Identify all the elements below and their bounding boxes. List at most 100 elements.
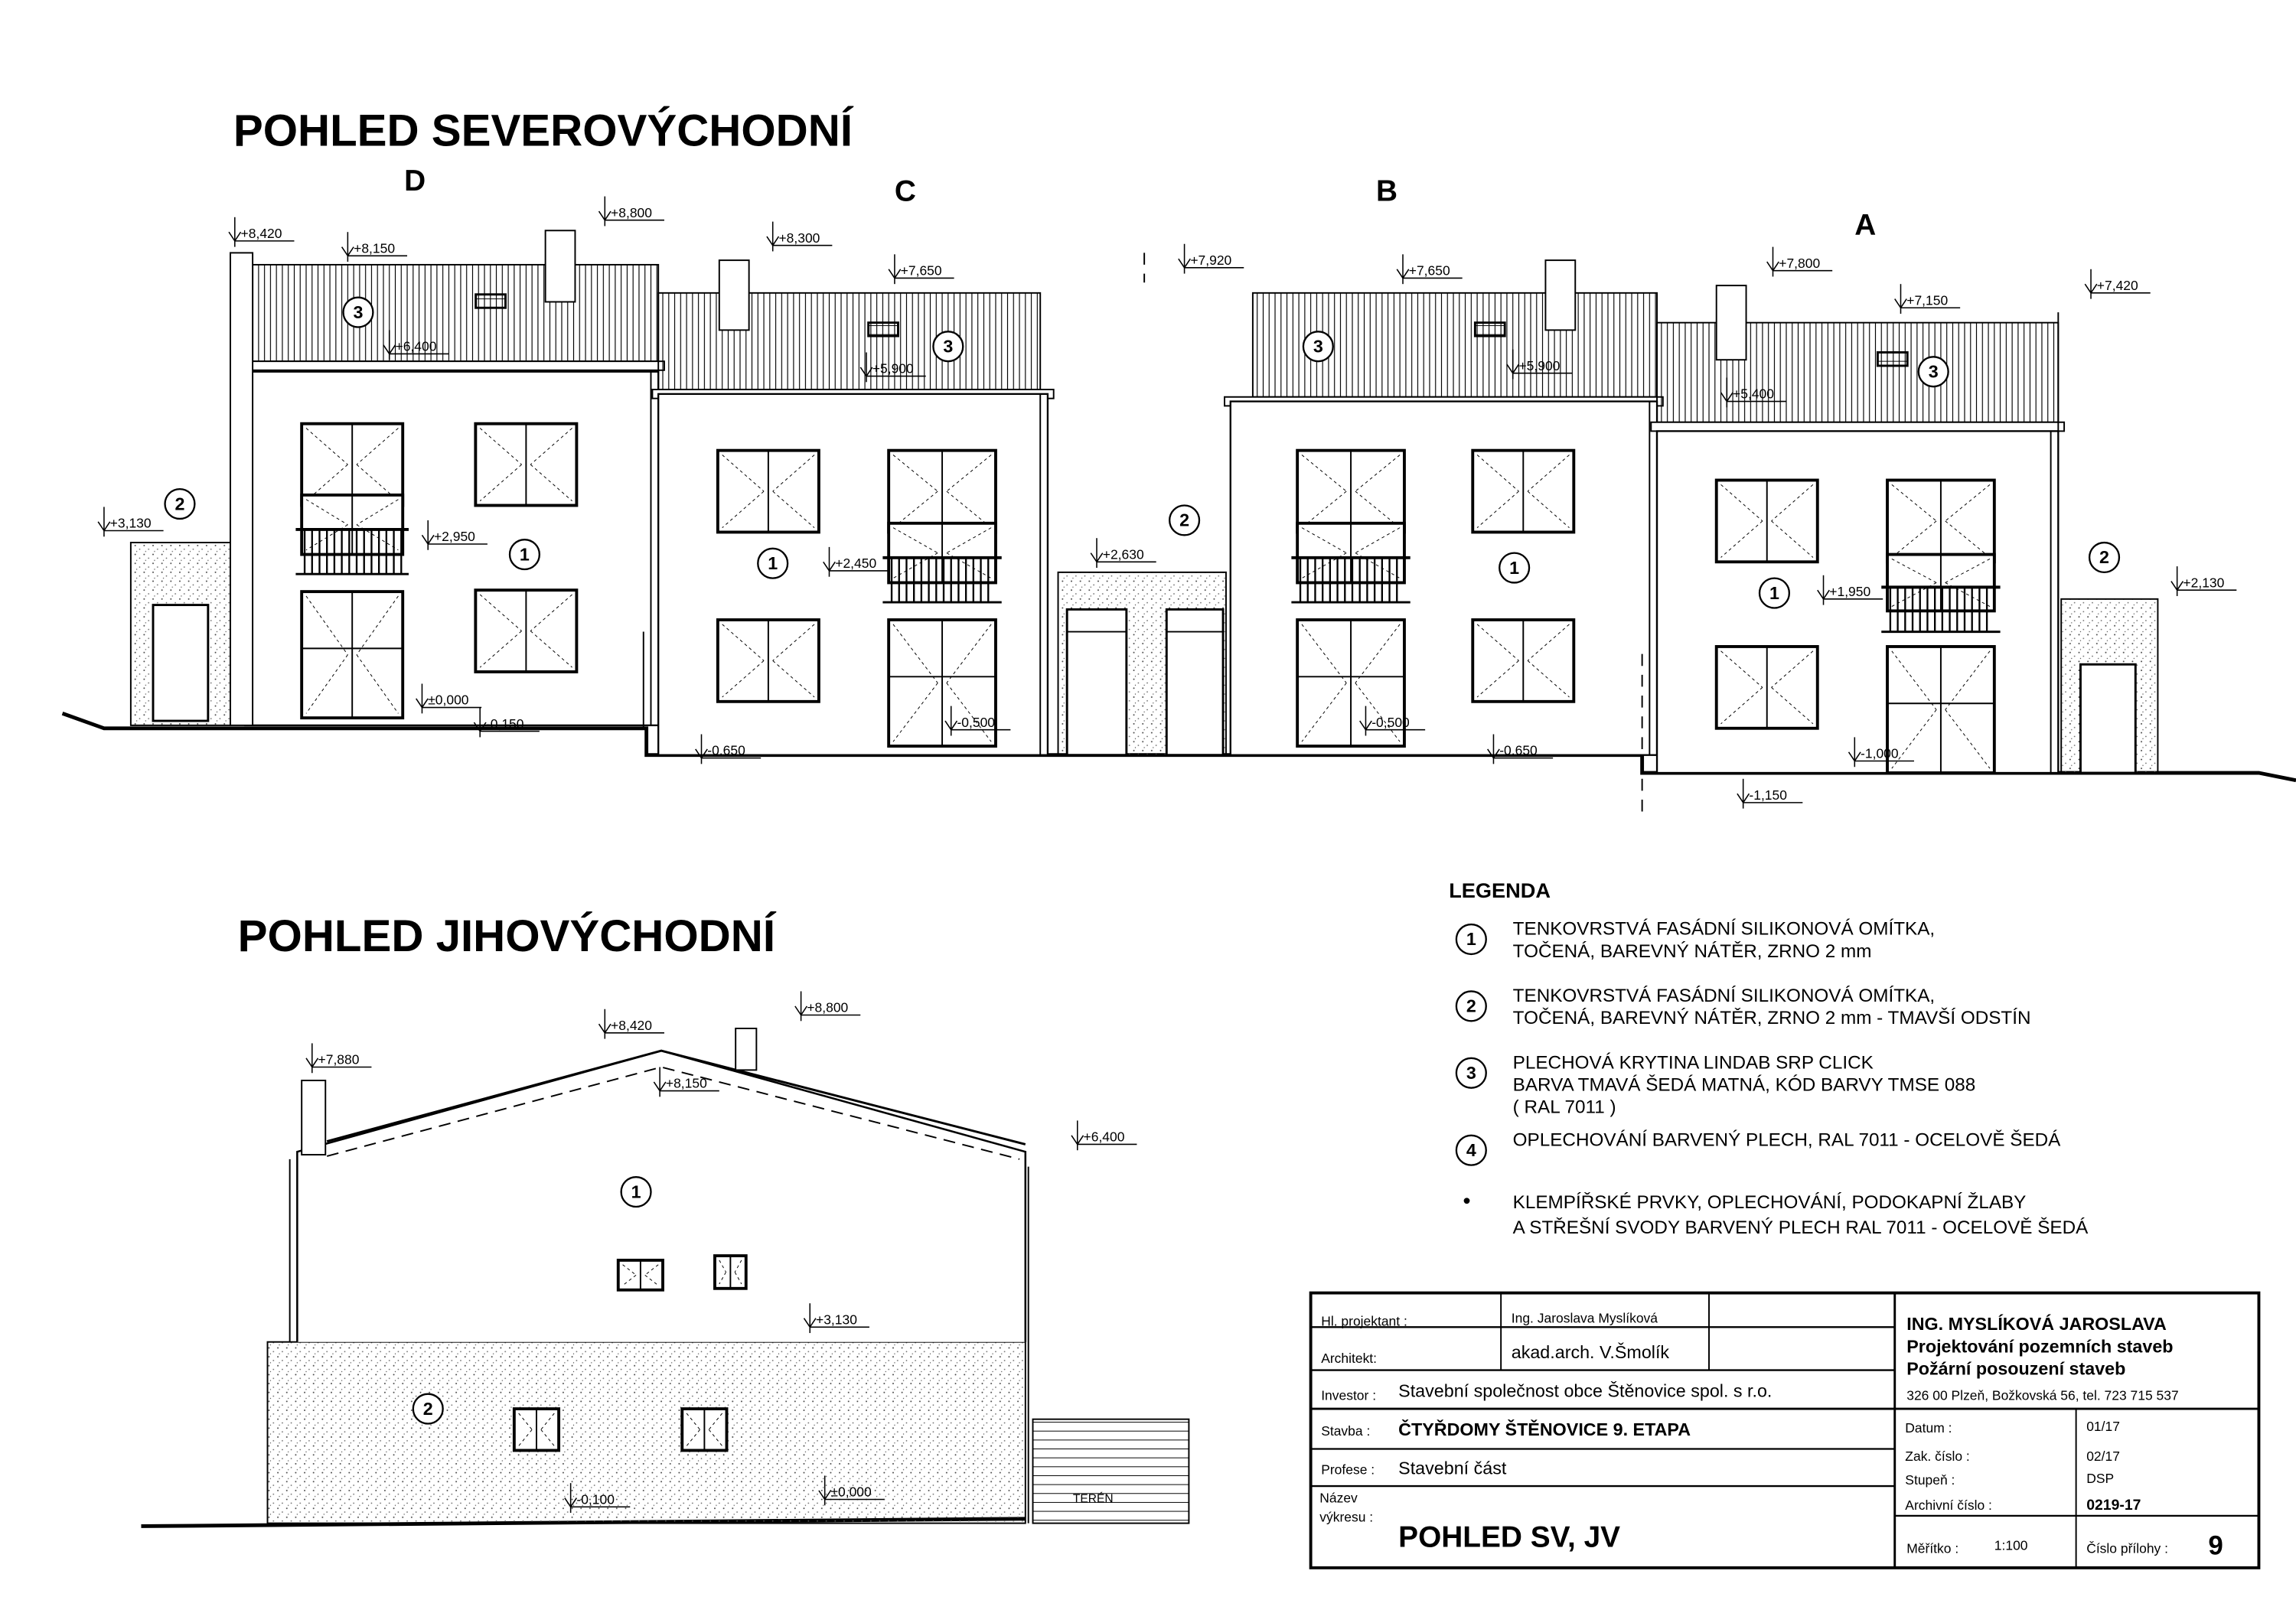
window-opening-line [1301, 455, 1347, 492]
chimney [1544, 259, 1577, 331]
level-arrow-icon [818, 1490, 832, 1501]
level-label: +3,130 [110, 516, 152, 531]
material-marker-number: 1 [631, 1181, 641, 1201]
window-opening-line [734, 1260, 742, 1273]
investor-value: Stavební společnost obce Štěnovice spol.… [1398, 1380, 1772, 1401]
level-label: -0,650 [1499, 743, 1538, 758]
window-opening-line [305, 499, 348, 526]
level-label: +1,950 [1829, 584, 1870, 599]
window-opening-line [1355, 455, 1401, 492]
level-label: +2,630 [1103, 546, 1144, 562]
material-marker-number: 2 [2099, 547, 2109, 567]
material-marker-number: 1 [1466, 929, 1476, 949]
level-label: +8,150 [666, 1076, 707, 1091]
window-opening-line [1301, 683, 1347, 742]
window-opening-line [1891, 558, 1937, 583]
level-label: +7,650 [901, 263, 942, 279]
level-arrow-icon [803, 1318, 817, 1328]
material-marker [412, 1393, 444, 1425]
level-label: +6,400 [396, 339, 437, 354]
window-opening-line [946, 683, 992, 742]
level-arrow-icon [598, 1023, 612, 1035]
material-marker [342, 296, 374, 328]
level-label: -0,100 [576, 1491, 615, 1507]
level-label: -1,150 [1749, 787, 1787, 803]
roof-metal-cladding [657, 292, 1042, 391]
hl-projektant-label: Hl. projektant : [1321, 1313, 1407, 1328]
title-south-east: POHLED JIHOVÝCHODNÍ [238, 911, 777, 961]
level-arrow-icon [2170, 581, 2184, 592]
level-label: +7,150 [1906, 292, 1948, 308]
window-opening-line [892, 455, 938, 492]
roof-skylight [1876, 351, 1909, 367]
nazev-label: Název [1319, 1490, 1358, 1505]
level-label: +2,130 [2183, 575, 2224, 590]
window-opening-line [1891, 520, 1937, 558]
window-opening-line [719, 1260, 726, 1273]
legend-item-text: TENKOVRSTVÁ FASÁDNÍ SILIKONOVÁ OMÍTKA, [1513, 919, 1936, 940]
terrain-label: TERÉN [1073, 1492, 1114, 1505]
level-label: +2,450 [835, 556, 876, 571]
stupen-label: Stupeň : [1905, 1472, 1955, 1488]
gable-wall [296, 1049, 1027, 1342]
legend-item-text: TENKOVRSTVÁ FASÁDNÍ SILIKONOVÁ OMÍTKA, [1513, 986, 1936, 1006]
level-arrow-icon [228, 231, 242, 243]
level-arrow-icon [421, 534, 435, 546]
chimney [718, 259, 750, 331]
entrance-door [1065, 608, 1128, 757]
level-label: +7,800 [1779, 256, 1820, 271]
material-marker [620, 1176, 652, 1208]
chimney [544, 230, 576, 303]
level-arrow-icon [1487, 748, 1500, 759]
legend-item-text: TOČENÁ, BAREVNÝ NÁTĚR, ZRNO 2 mm - TMAVŠ… [1513, 1007, 2031, 1028]
level-arrow-icon [1090, 552, 1104, 563]
company-line: Požární posouzení staveb [1906, 1358, 2125, 1378]
garage-door [152, 604, 210, 722]
drawing-name: POHLED SV, JV [1398, 1521, 1620, 1554]
terrain-section [1032, 1418, 1190, 1524]
level-label: +6,400 [1084, 1129, 1125, 1145]
level-arrow-icon [888, 269, 902, 279]
window-opening-line [1355, 490, 1401, 529]
level-arrow-icon [341, 246, 354, 257]
legend-item-text: OPLECHOVÁNÍ BARVENÝ PLECH, RAL 7011 - OC… [1513, 1129, 2061, 1150]
level-label: -0,650 [707, 743, 745, 758]
roof-skylight [867, 321, 899, 337]
material-marker [1499, 552, 1531, 584]
material-marker [1302, 331, 1334, 363]
level-arrow-icon [1071, 1135, 1084, 1146]
window-opening-line [719, 1272, 726, 1285]
window-opening-line [1945, 484, 1991, 522]
level-arrow-icon [473, 722, 487, 733]
level-label: +8,150 [354, 240, 395, 256]
level-label: +2,950 [434, 529, 475, 544]
material-marker [1455, 990, 1487, 1022]
level-arrow-icon [305, 1058, 319, 1068]
roof-skylight [1473, 321, 1506, 337]
window-opening-line [892, 527, 938, 554]
material-marker [757, 547, 789, 579]
garage-door [2079, 663, 2137, 774]
level-label: +8,300 [778, 230, 820, 246]
company-name: ING. MYSLÍKOVÁ JAROSLAVA [1906, 1313, 2167, 1334]
eaves-flashing [1650, 421, 2066, 432]
level-label: +8,420 [241, 226, 282, 241]
level-arrow-icon [653, 1081, 667, 1092]
level-arrow-icon [1359, 720, 1372, 732]
level-label: -0,500 [957, 715, 995, 730]
level-label: +8,800 [611, 205, 652, 220]
eaves-flashing [238, 360, 665, 371]
window-opening-line [892, 624, 938, 683]
nazev-label: výkresu : [1319, 1510, 1373, 1525]
level-label: +7,650 [1409, 263, 1450, 279]
material-marker [1917, 356, 1949, 388]
level-arrow-icon [1720, 392, 1733, 402]
window-opening-line [946, 455, 992, 492]
material-marker-number: 3 [943, 337, 953, 357]
material-marker-number: 3 [1313, 337, 1323, 357]
level-label: +5,900 [1518, 358, 1560, 373]
profese-value: Stavební část [1398, 1458, 1507, 1478]
window-opening-line [892, 683, 938, 742]
